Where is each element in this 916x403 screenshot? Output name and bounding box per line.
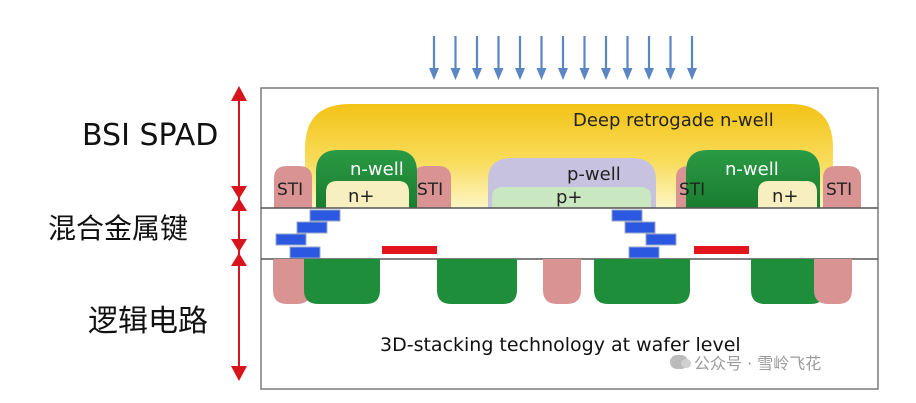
- logic-well-1: [304, 259, 380, 304]
- sti-block-4: [823, 166, 861, 208]
- hybrid-bond-label: 混合金属键: [48, 212, 189, 245]
- down-arrow-icon: [644, 36, 654, 80]
- nwell-right-label: n-well: [725, 159, 779, 180]
- pwell-label: p-well: [567, 164, 621, 185]
- down-arrow-icon: [579, 36, 590, 80]
- nplus-right-label: n+: [772, 186, 799, 207]
- logic-well-2: [437, 259, 517, 304]
- nplus-left-label: n+: [348, 186, 375, 207]
- down-arrow-icon: [622, 36, 633, 80]
- pplus-label: p+: [556, 187, 583, 208]
- down-arrow-icon: [493, 36, 504, 80]
- nwell-left-label: n-well: [350, 159, 404, 180]
- pplus: [492, 187, 651, 208]
- logic-well-4: [751, 259, 825, 304]
- logic-sti-1: [273, 259, 311, 304]
- bond-pad-left: [382, 246, 437, 254]
- down-arrow-icon: [536, 36, 547, 80]
- stacking-label: 3D-stacking technology at wafer level: [380, 334, 741, 356]
- sti-block-1: [274, 166, 312, 208]
- bond-pad-right: [694, 246, 749, 254]
- double-arrow-icon: [231, 86, 247, 381]
- down-arrow-icon: [429, 36, 439, 80]
- sti-block-2: [413, 166, 451, 208]
- wechat-icon: [670, 355, 691, 369]
- metal-stack-left: [275, 209, 341, 259]
- watermark-text: 公众号 · 雪岭飞花: [694, 354, 822, 373]
- down-arrow-icon: [687, 36, 697, 80]
- logic-circuit-label: 逻辑电路: [88, 304, 208, 339]
- nplus-left: [326, 181, 409, 208]
- metal-stack-right: [611, 209, 677, 259]
- down-arrow-icon: [472, 36, 482, 80]
- deep-nwell-label: Deep retrogade n-well: [573, 110, 774, 131]
- watermark: 公众号 · 雪岭飞花: [670, 350, 821, 374]
- bsi-spad-label: BSI SPAD: [82, 118, 219, 153]
- sti-label-1: STI: [277, 180, 303, 200]
- down-arrow-icon: [558, 36, 568, 80]
- down-arrow-icon: [665, 36, 676, 80]
- chip-outline: [260, 87, 879, 390]
- logic-well-3: [594, 259, 690, 304]
- logic-sti-3: [814, 259, 852, 304]
- nplus-right: [758, 181, 817, 208]
- sti-label-4: STI: [826, 180, 852, 200]
- sti-label-2: STI: [417, 180, 443, 200]
- down-arrow-icon: [515, 36, 525, 80]
- down-arrow-icon: [601, 36, 611, 80]
- down-arrow-icon: [450, 36, 461, 80]
- logic-sti-2: [543, 259, 581, 304]
- sti-label-3: STI: [679, 180, 705, 200]
- incident-light-arrows: [429, 36, 697, 80]
